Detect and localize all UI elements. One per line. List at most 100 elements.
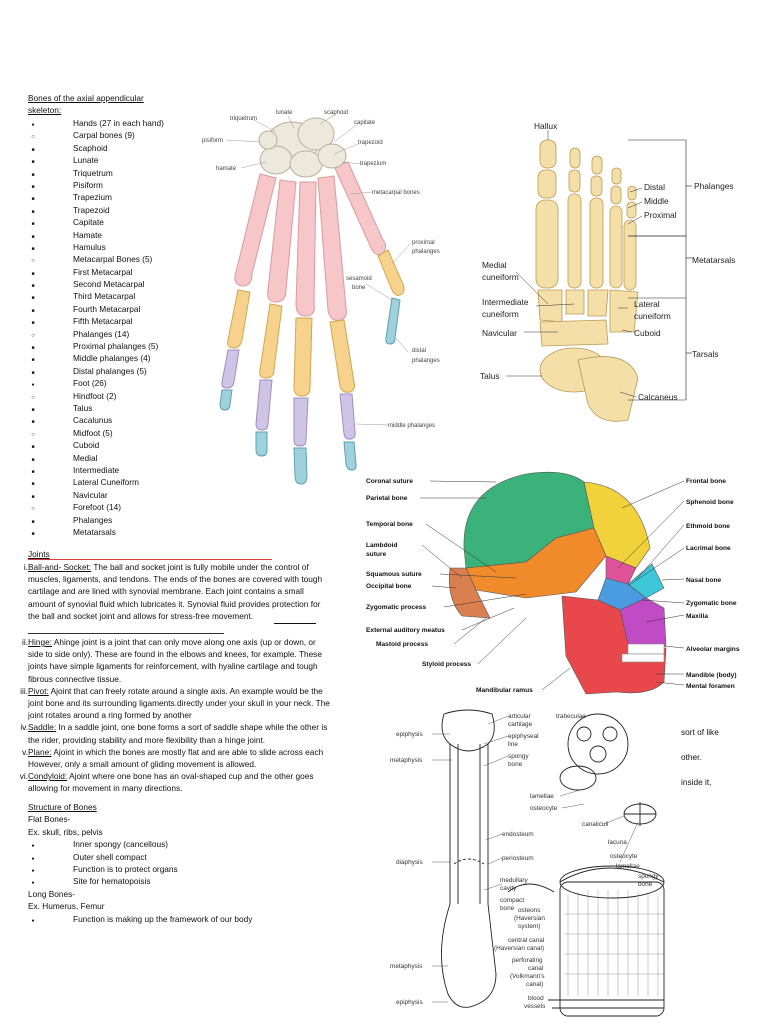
outline-item-label: Foot (26) xyxy=(73,378,107,389)
outline-item: Triquetrum xyxy=(28,167,198,179)
joint-text-line: The ball and socket joint is fully mobil… xyxy=(91,562,309,572)
hand-label-distal-1: distal xyxy=(412,348,426,354)
bullet-dot-icon xyxy=(28,875,38,889)
hand-label-middle: middle phalanges xyxy=(388,423,435,429)
bone-label-canaliculi: canaliculi xyxy=(582,821,608,828)
outline-item-label: Midfoot (5) xyxy=(73,427,113,438)
bone-label-metaphysis-top: metaphysis xyxy=(390,757,422,764)
bone-label-osteocyte-2: osteocyte xyxy=(610,853,638,860)
joint-underline-blank xyxy=(274,623,316,624)
bone-label-cavity: cavity xyxy=(500,885,517,892)
joint-text-line: the rider, providing stability and more … xyxy=(28,734,266,745)
outline-item: Phalanges (14) xyxy=(28,328,198,340)
skull-label-lacrimal-bone: Lacrimal bone xyxy=(686,545,731,552)
outline-item-label: Hands (27 in each hand) xyxy=(73,118,164,128)
skull-label-mastoid-process: Mastoid process xyxy=(376,641,428,648)
bone-label-canal: canal xyxy=(528,965,543,972)
bone-label-volkmanns: (Volkmann's xyxy=(510,973,545,980)
skull-label-mandible-body: Mandible (body) xyxy=(686,672,737,679)
foot-label-navicular: Navicular xyxy=(482,328,517,338)
skull-label-alveolar-margins: Alveolar margins xyxy=(686,646,740,653)
outline-item: Forefoot (14) xyxy=(28,501,198,513)
joint-number: i. xyxy=(23,562,28,572)
outline-item-label: Metatarsals xyxy=(73,526,116,537)
outline-item-label: Talus xyxy=(73,402,93,413)
foot-label-intermediate-2: cuneiform xyxy=(482,309,519,319)
joint-term: Ball-and- Socket: xyxy=(28,562,92,572)
outline-item: First Metacarpal xyxy=(28,266,198,278)
outline-item: Cuboid xyxy=(28,439,198,451)
outline-item-label: Third Metacarpal xyxy=(73,291,136,302)
outline-item-label: Cuboid xyxy=(73,440,100,451)
joint-text-line: However, only a small amount of gliding … xyxy=(28,758,257,769)
bone-label-lamellae: lamellae xyxy=(530,793,554,800)
outline-item-label: Distal phalanges (5) xyxy=(73,365,147,376)
outline-heading-line1: Bones of the axial appendicular xyxy=(28,93,144,103)
overflow-fragment-3: inside it, xyxy=(681,777,712,787)
bone-label-central-canal: central canal xyxy=(508,937,544,944)
foot-label-intermediate-1: Intermediate xyxy=(482,297,529,307)
outline-item: Lunate xyxy=(28,154,198,166)
joint-term: Plane: xyxy=(28,746,52,757)
joint-number: ii. xyxy=(22,637,28,647)
bone-label-perforating: perforating xyxy=(512,957,543,964)
bullet-dot-icon xyxy=(28,913,38,927)
overflow-fragment-2: other. xyxy=(681,752,702,762)
joint-text-line: muscles, ligaments, and tendons. The end… xyxy=(28,574,323,585)
skull-label-parietal-bone: Parietal bone xyxy=(366,495,408,502)
outline-item-label: Middle phalanges (4) xyxy=(73,353,151,364)
skull-label-sphenoid-bone: Sphenoid bone xyxy=(686,499,734,506)
hand-label-triquetrum: triquetrum xyxy=(230,116,257,122)
hand-label-sesamoid-1: sesamoid xyxy=(346,276,372,282)
foot-label-tarsals: Tarsals xyxy=(692,349,719,359)
joint-entry: vi.Condyloid: Ajoint where one bone has … xyxy=(20,770,363,794)
foot-label-phalanges: Phalanges xyxy=(694,181,734,191)
outline-item-label: Hindfoot (2) xyxy=(73,390,117,401)
bone-label-lacuna: lacuna xyxy=(608,839,627,846)
bone-label-metaphysis-bottom: metaphysis xyxy=(390,963,422,970)
foot-figure-labels: Hallux Distal Middle Proximal Phalanges … xyxy=(480,121,735,402)
bullet-square-icon xyxy=(28,526,38,540)
hand-label-proximal-2: phalanges xyxy=(412,249,440,255)
structure-list-item: Site for hematopoisis xyxy=(28,875,150,889)
hand-label-trapezoid: trapezoid xyxy=(358,140,383,146)
skull-label-temporal-bone: Temporal bone xyxy=(366,521,413,528)
skull-label-occipital-bone: Occipital bone xyxy=(366,583,412,590)
overflow-fragment-1: sort of like xyxy=(681,727,719,737)
joint-entry: i.Ball-and- Socket: The ball and socket … xyxy=(24,561,363,622)
outline-item-label: Capitate xyxy=(73,217,104,228)
outline-item-label: Intermediate xyxy=(73,464,120,475)
hand-label-scaphoid: scaphoid xyxy=(324,110,348,116)
structure-list-label: Site for hematopoisis xyxy=(73,876,151,887)
bone-label-compact: compact xyxy=(500,897,524,904)
joint-text-line: cartilage and are lined with synovial me… xyxy=(28,586,304,597)
bone-label-bone: bone xyxy=(508,761,523,768)
foot-label-lateral-1: Lateral xyxy=(634,299,660,309)
skull-label-external-auditory-meatus: External auditory meatus xyxy=(366,627,445,634)
outline-item-label: Second Metacarpal xyxy=(73,279,145,290)
outline-item: Capitate xyxy=(28,216,198,228)
flat-bones-example: Ex. skull, ribs, pelvis xyxy=(28,826,103,837)
hand-label-hamate: hamate xyxy=(216,166,237,172)
foot-label-distal: Distal xyxy=(644,182,665,192)
outline-item-label: Lateral Cuneiform xyxy=(73,477,139,488)
outline-item: Cacalunus xyxy=(28,414,198,426)
joint-text-line: amount of synovial fluid which lubricate… xyxy=(28,598,321,609)
hand-label-sesamoid-2: bone xyxy=(352,285,366,291)
skull-label-styloid-process: Styloid process xyxy=(422,661,471,668)
outline-item-label: Hamate xyxy=(73,229,103,240)
hand-label-metacarpal: metacarpal bones xyxy=(372,190,420,196)
hand-bones-figure: triquetrum lunate scaphoid capitate pisi… xyxy=(202,110,440,485)
long-bones-heading: Long Bones- xyxy=(28,888,76,899)
structure-list-item: Function is making up the framework of o… xyxy=(28,913,252,927)
outline-item-label: Phalanges (14) xyxy=(73,328,130,339)
bone-label-medullary: medullary xyxy=(500,877,529,884)
outline-item: Medial xyxy=(28,452,198,464)
flat-bones-heading: Flat Bones- xyxy=(28,814,71,825)
outline-item: Midfoot (5) xyxy=(28,427,198,439)
long-bone-structure-figure: epiphysis metaphysis diaphysis metaphysi… xyxy=(390,709,665,1017)
outline-item: Lateral Cuneiform xyxy=(28,476,198,488)
structure-list-label: Inner spongy (cancellous) xyxy=(73,839,169,850)
long-bones-list: Function is making up the framework of o… xyxy=(28,913,252,927)
foot-label-talus: Talus xyxy=(480,371,500,381)
